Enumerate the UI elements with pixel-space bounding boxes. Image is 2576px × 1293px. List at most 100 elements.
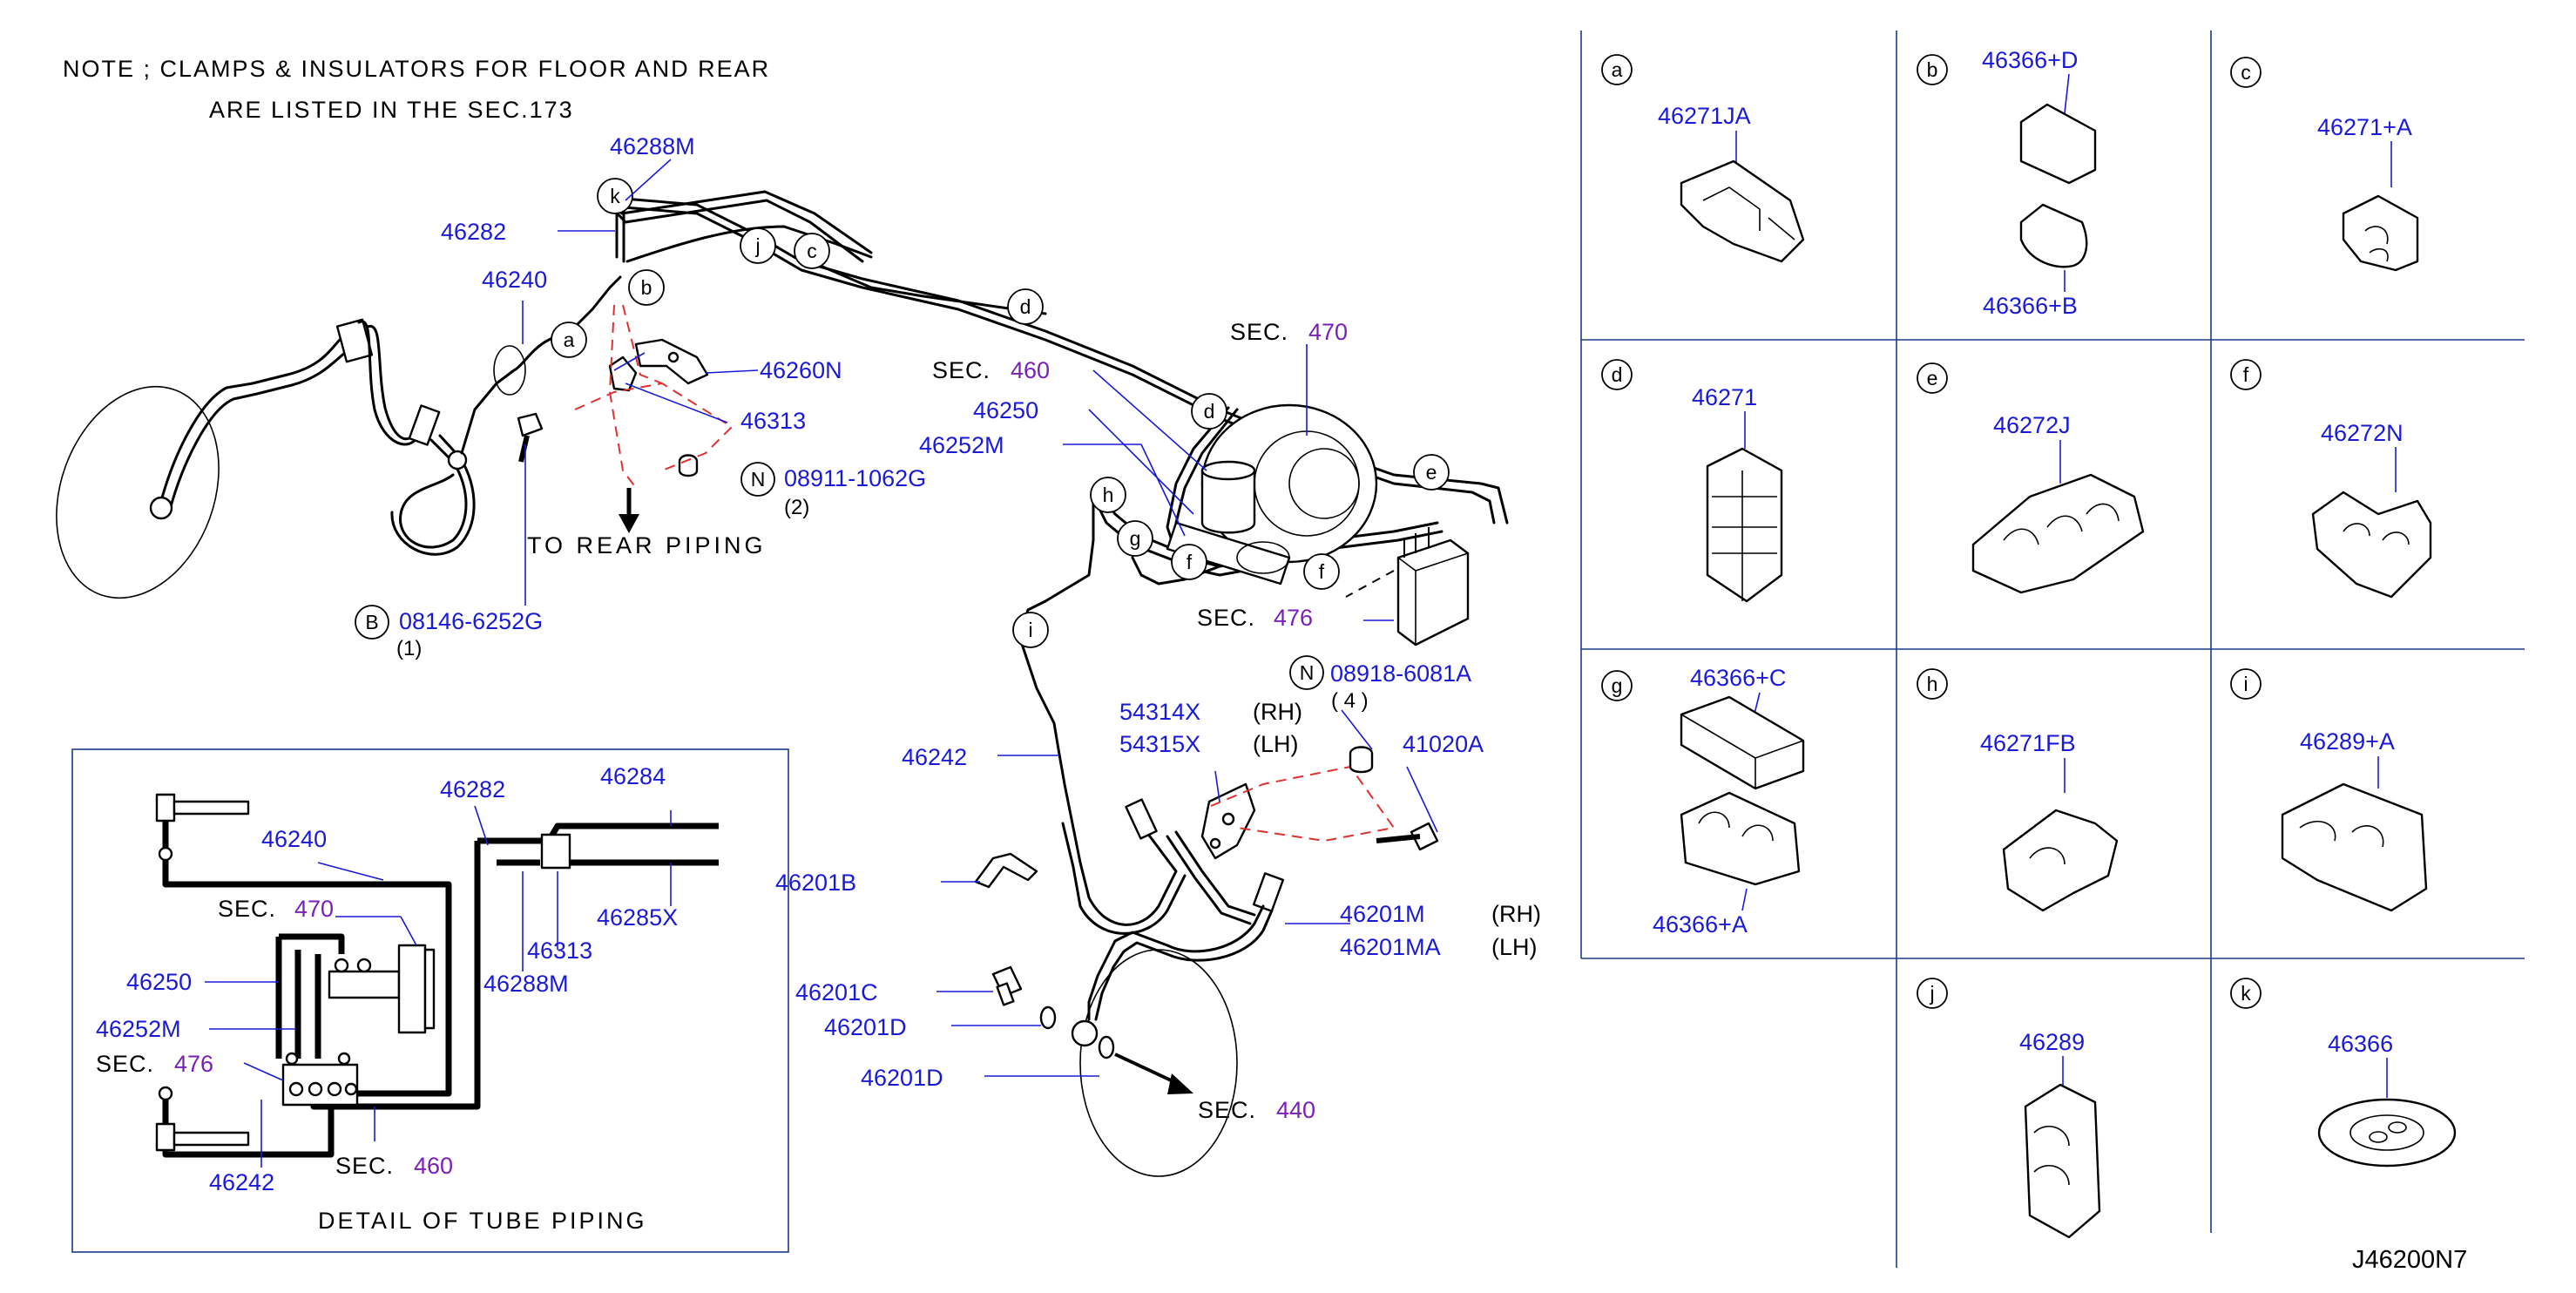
label-46201m: 46201M [1340,901,1425,927]
insulator-46366-b-icon [2019,203,2088,268]
callout-d: d [1191,393,1227,430]
callout-e: e [1413,454,1450,491]
label-46201d-2: 46201D [861,1065,943,1091]
part-46271: 46271 [1692,384,1757,410]
detail-label-sec476-num: 476 [174,1051,213,1077]
clip-46271-icon [1706,447,1783,603]
part-46289: 46289 [2019,1029,2085,1055]
detail-label-sec470-num: 470 [294,896,334,922]
label-rh-1: (RH) [1253,699,1302,725]
svg-text:g: g [1612,674,1623,697]
clip-grid: a 46271JA b 46366+D 46366+B c 46271+A d [1580,30,2525,1268]
svg-text:B: B [365,611,378,633]
svg-text:i: i [1028,619,1032,641]
label-46201b: 46201B [775,870,856,896]
detail-caption: DETAIL OF TUBE PIPING [318,1208,647,1234]
detail-label-46313: 46313 [527,938,592,964]
clip-46289-a-icon [2281,782,2428,912]
label-46288m: 46288M [610,133,695,159]
label-08911: 08911-1062G [784,465,926,491]
note-line-1: NOTE ; CLAMPS & INSULATORS FOR FLOOR AND… [63,56,770,82]
clip-46271fb-icon [2002,809,2119,912]
bracket-46260n [517,304,734,533]
callout-i: i [1012,612,1049,648]
detail-label-46240: 46240 [261,826,327,852]
callout-h: h [1090,477,1126,513]
detail-frame [71,748,789,1253]
svg-text:e: e [1426,461,1437,484]
label-08918: 08918-6081A [1330,660,1471,687]
svg-text:g: g [1130,527,1141,550]
part-46271ja: 46271JA [1658,103,1751,129]
abs-actuator [1396,538,1470,646]
svg-text:d: d [1612,363,1623,386]
clip-46272j-icon [1971,473,2145,594]
label-54315x: 54315X [1119,731,1200,757]
part-46366-b: 46366+B [1983,293,2078,319]
label-46201c: 46201C [795,979,878,1005]
detail-label-46285x: 46285X [597,904,678,931]
svg-text:h: h [1927,673,1938,695]
cell-b: b 46366+D 46366+B [1917,47,2097,319]
label-to-rear-piping: TO REAR PIPING [527,532,767,558]
callout-b: b [628,269,665,306]
cell-a: a 46271JA [1601,54,1805,263]
callout-k: k [597,178,633,214]
cell-i: i 46289+A [2230,668,2428,912]
front-hoses [991,798,1285,1177]
detail-label-46250: 46250 [126,969,192,995]
clip-46271ja-icon [1680,159,1805,263]
insulator-46366-a-icon [1680,791,1801,886]
svg-text:i: i [2243,673,2248,695]
wheel-outline [56,385,220,599]
label-rh-2: (RH) [1491,901,1541,927]
svg-text:f: f [1319,560,1325,583]
clip-46272n-icon [2311,491,2432,599]
clip-46289-icon [2024,1083,2101,1239]
label-sec440-num: 440 [1276,1097,1315,1123]
grommet-46366-icon [2317,1098,2457,1168]
callout-g: g [1117,520,1153,557]
note-line-2: ARE LISTED IN THE SEC.173 [209,97,574,123]
svg-text:N: N [1300,661,1315,684]
svg-text:a: a [564,328,575,351]
symbol-n-1: N [740,462,775,497]
callout-a: a [551,322,587,358]
insulator-46366-c-icon [1680,695,1805,790]
symbol-b: B [355,605,389,640]
label-46260n: 46260N [760,357,842,383]
svg-text:e: e [1927,367,1938,389]
svg-text:d: d [1020,295,1031,318]
symbol-n-2: N [1289,655,1324,690]
svg-text:j: j [754,234,760,257]
label-08911-qty: (2) [784,496,809,519]
part-46272n: 46272N [2321,420,2404,446]
svg-text:k: k [610,185,620,207]
cell-g: g 46366+C 46366+A [1601,665,1805,938]
label-46250: 46250 [973,397,1038,423]
label-sec470: SEC. [1230,319,1288,345]
svg-text:c: c [807,240,817,262]
svg-text:b: b [641,276,652,299]
detail-label-46252m: 46252M [96,1016,181,1042]
part-46366-d: 46366+D [1982,47,2078,73]
detail-label-46288m: 46288M [483,971,569,997]
diagram-code: J46200N7 [2352,1246,2467,1274]
part-46272j: 46272J [1993,412,2071,438]
label-sec460: SEC. [932,357,991,383]
label-46282: 46282 [441,219,506,245]
callout-f2: f [1303,553,1340,590]
callout-j: j [740,227,776,264]
bracket-54314x [1200,746,1439,860]
label-46252m: 46252M [919,432,1004,458]
label-lh-2: (LH) [1491,934,1538,960]
cell-f: f 46272N [2230,359,2432,599]
label-46201ma: 46201MA [1340,934,1441,960]
label-sec476-num: 476 [1274,605,1313,631]
detail-label-46284: 46284 [600,763,666,789]
flex-hose-1 [159,334,359,503]
callout-circles: k b a j c d d e h g f f i B N N [355,178,1450,690]
svg-text:c: c [2241,61,2251,84]
label-46240: 46240 [482,267,547,293]
